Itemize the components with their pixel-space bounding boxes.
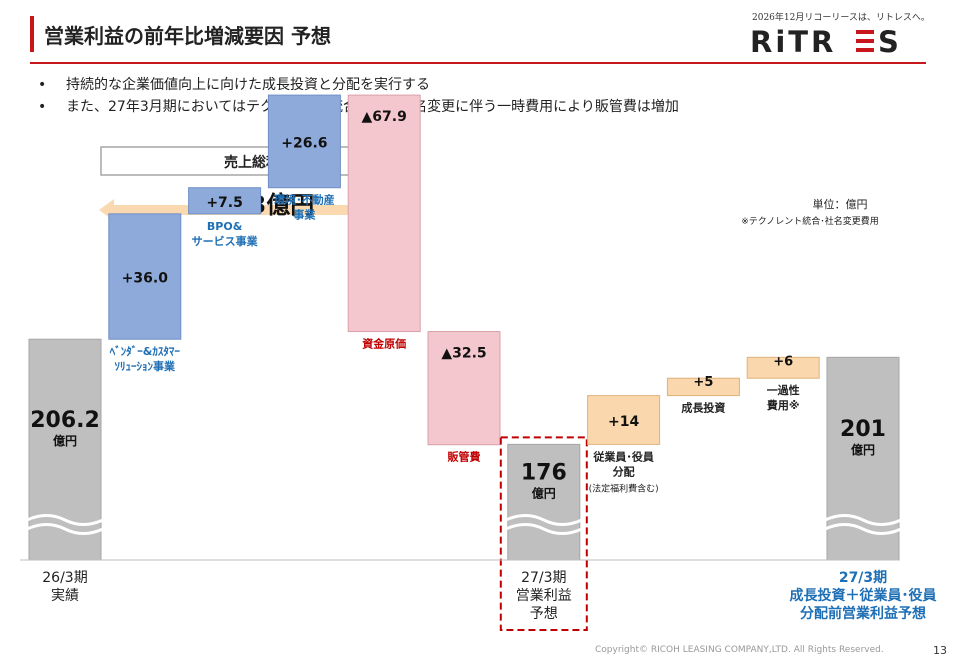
data-unit-label: 億円	[851, 442, 875, 457]
title-accent-bar	[30, 16, 34, 52]
bar-group	[108, 213, 182, 340]
unit-label: 単位：億円	[813, 197, 868, 211]
labels-layer: 206.2億円26/3期実績+36.0ﾍﾞﾝﾀﾞｰ&ｶｽﾀﾏｰｿﾘｭｰｼｮﾝ事業…	[30, 109, 936, 622]
bar	[267, 94, 341, 189]
data-label: +26.6	[281, 135, 327, 151]
data-label: +6	[773, 354, 793, 369]
category-label: 26/3期実績	[42, 570, 87, 604]
axis-break-wave	[505, 514, 583, 526]
axis-break-wave	[505, 523, 583, 535]
bar-group	[746, 356, 820, 379]
category-label: 成長投資	[681, 401, 725, 415]
category-label: 一過性費用※	[766, 383, 800, 412]
data-label: +14	[608, 414, 639, 430]
axis-break-wave	[824, 514, 902, 526]
data-unit-label: 億円	[53, 433, 77, 448]
header-divider	[30, 62, 926, 64]
category-label: BPO&サービス事業	[192, 220, 259, 248]
data-label: 206.2	[30, 408, 100, 433]
bar	[28, 338, 102, 561]
bar	[427, 331, 501, 446]
category-label: 環境･不動産事業	[274, 193, 335, 222]
bar-group	[26, 338, 104, 561]
data-label: 176	[521, 461, 567, 486]
bar-group	[267, 94, 341, 189]
category-label: 従業員･役員分配	[592, 449, 654, 478]
bar	[587, 395, 661, 445]
bar-group	[505, 443, 583, 561]
category-label: 資金原価	[362, 337, 406, 351]
bars-layer	[26, 94, 902, 631]
page-title: 営業利益の前年比増減要因 予想	[44, 24, 331, 48]
bar	[347, 94, 421, 333]
data-label: 201	[840, 417, 886, 442]
axis-break-wave	[26, 523, 104, 535]
data-label: +7.5	[206, 195, 243, 211]
tagline: 2026年12月リコーリースは、リトレスへ。	[752, 13, 930, 23]
category-note: (法定福利費含む)	[589, 482, 659, 494]
logo-text-s: S	[878, 25, 899, 58]
highlight-box	[499, 436, 588, 631]
page-number: 13	[933, 644, 947, 657]
bar-group	[824, 356, 902, 561]
category-label: ﾍﾞﾝﾀﾞｰ&ｶｽﾀﾏｰｿﾘｭｰｼｮﾝ事業	[109, 344, 181, 373]
bar-group	[666, 377, 740, 397]
bar-group	[188, 187, 262, 215]
data-label: ▲67.9	[362, 109, 407, 125]
bar	[108, 213, 182, 340]
bar-group	[587, 395, 661, 445]
logo-e-mark	[856, 30, 874, 52]
bar	[746, 356, 820, 379]
bar-group	[427, 331, 501, 446]
axis-break-wave	[26, 514, 104, 526]
category-label: 27/3期成長投資＋従業員･役員分配前営業利益予想	[790, 570, 937, 622]
bar	[507, 443, 581, 561]
copyright: Copyright© RICOH LEASING COMPANY,LTD. Al…	[595, 645, 884, 655]
data-label: +36.0	[122, 271, 169, 287]
logo-text-r-i-t-r: RiTR	[750, 25, 836, 58]
unit-note: ※テクノレント統合･社名変更費用	[741, 215, 879, 227]
data-label: ▲32.5	[441, 346, 486, 362]
bar	[666, 377, 740, 397]
data-unit-label: 億円	[532, 486, 556, 501]
axis-break-wave	[824, 523, 902, 535]
bar	[188, 187, 262, 215]
category-label: 販管費	[448, 450, 481, 464]
data-label: +5	[693, 375, 713, 390]
ritres-logo: RiTR S	[750, 25, 899, 58]
bullet-item: 持続的な企業価値向上に向けた成長投資と分配を実行する	[38, 74, 679, 96]
bar-group	[347, 94, 421, 333]
category-label: 27/3期営業利益予想	[516, 570, 572, 622]
